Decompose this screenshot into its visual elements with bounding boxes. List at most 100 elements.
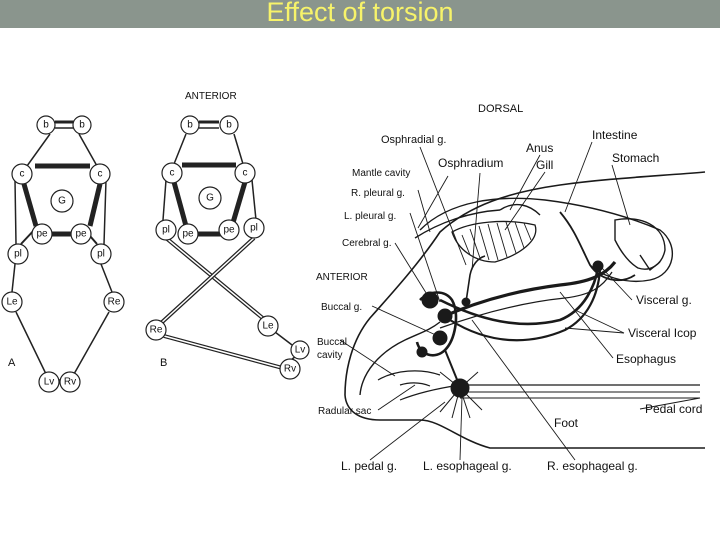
node-label: pe (75, 229, 87, 240)
cerebral-ganglion (421, 291, 439, 309)
node-label: pl (14, 249, 22, 260)
gill-hatch (487, 223, 499, 261)
label-radular-sac: Radular sac (318, 406, 371, 417)
node-label: b (226, 120, 232, 131)
node-label: Lv (295, 345, 306, 356)
connector-a (73, 311, 110, 375)
leader-l-pleural (409, 212, 441, 303)
connector-a (15, 311, 47, 375)
label-osphradial-g: Osphradial g. (381, 134, 446, 146)
nerve (439, 371, 461, 389)
intestine-path (559, 211, 636, 282)
mantle-edge (414, 209, 501, 239)
node-label: Lv (44, 377, 55, 388)
stomach (614, 218, 666, 270)
label-l-esophageal-g: L. esophageal g. (423, 459, 512, 473)
leader-visceral-loop (574, 309, 625, 334)
visceral-ganglion (592, 260, 604, 272)
pedal-nerves (439, 349, 483, 419)
panel-label-a: A (8, 357, 16, 369)
node-label: b (79, 120, 85, 131)
leader-osphradial-g (419, 146, 467, 266)
connector-a (21, 183, 39, 227)
node-label: c (170, 168, 175, 179)
label-gill: Gill (536, 158, 553, 172)
label-esophagus: Esophagus (616, 352, 676, 366)
node-label: Re (150, 325, 163, 336)
node-a-g (50, 189, 74, 213)
nerve (451, 387, 461, 419)
node-label: b (187, 120, 193, 131)
node-b-c-right (234, 162, 256, 184)
leader-visceral-loop (564, 327, 625, 334)
node-b-pe-right (218, 219, 240, 241)
leader-osphradium (471, 172, 481, 271)
nerve (459, 371, 479, 389)
radular-sac (399, 382, 431, 387)
node-label: pl (97, 249, 105, 260)
connector-b (171, 181, 189, 227)
leader-stomach (611, 164, 631, 226)
gill-hatching (461, 221, 532, 261)
node-b-b-right (219, 115, 239, 135)
nerve (459, 387, 483, 411)
node-a-c-left (11, 163, 33, 185)
leader-radular-sac (377, 384, 416, 411)
leader-visceral-g (601, 267, 633, 301)
label-foot: Foot (554, 416, 579, 430)
leader-mantle-cavity (417, 175, 449, 229)
label-dorsal: DORSAL (478, 103, 523, 115)
label-buccal-g: Buccal g. (321, 302, 362, 313)
connector-a (87, 183, 103, 227)
leader-buccal-g (371, 305, 439, 337)
foot-outline (344, 394, 705, 449)
gill-hatch (514, 221, 525, 249)
connector-b (251, 179, 257, 221)
node-label: c (98, 169, 103, 180)
connector-a (103, 179, 107, 245)
connector-b (165, 237, 266, 321)
buccal-cavity (377, 370, 441, 381)
node-label: pe (182, 229, 194, 240)
gill-hatch (523, 222, 532, 241)
visceral-loop-cord (449, 269, 602, 342)
diagram-b (145, 115, 310, 380)
label-pedal-cord: Pedal cord (645, 402, 702, 416)
esophagus-path (439, 260, 617, 320)
diagram-b-labels: ANTERIOR b b c c G pl pe pe pl Re Le Lv … (150, 91, 306, 375)
anus (499, 203, 541, 216)
node-a-re (103, 291, 125, 313)
body-dorsal-outline (344, 171, 706, 396)
node-b-lv (290, 340, 310, 360)
connector-b (163, 335, 291, 371)
buccal-ganglion (432, 330, 448, 346)
label-stomach: Stomach (612, 151, 659, 165)
diagram-a-labels: b b c c G pe pe pl pl Le Re Lv Rv A (6, 120, 120, 388)
label-buccal-cavity-1: Buccal (317, 337, 347, 348)
node-label: pe (36, 229, 48, 240)
node-label: Re (108, 297, 121, 308)
node-a-pe-right (70, 223, 92, 245)
buccal-ganglion-2 (416, 346, 428, 358)
label-r-esophageal-g: R. esophageal g. (547, 459, 638, 473)
node-a-pe-left (31, 223, 53, 245)
node-label: pl (162, 225, 170, 236)
leader-lines (339, 141, 701, 461)
connector-b (159, 237, 255, 325)
gill-hatch (505, 221, 517, 254)
node-b-pl-right (243, 217, 265, 239)
connector-b (162, 179, 167, 221)
node-label: b (43, 120, 49, 131)
gill-hatch (461, 234, 471, 256)
stomach-arrow (639, 254, 661, 272)
connector-a (100, 263, 113, 293)
node-label: c (20, 169, 25, 180)
connector-a (14, 179, 17, 245)
nerve (444, 349, 459, 383)
snout-outline (359, 321, 441, 396)
connector-b (173, 133, 187, 165)
slide-title: Effect of torsion (266, 0, 454, 27)
leader-pedal-cord (639, 397, 701, 410)
gill (451, 220, 537, 263)
